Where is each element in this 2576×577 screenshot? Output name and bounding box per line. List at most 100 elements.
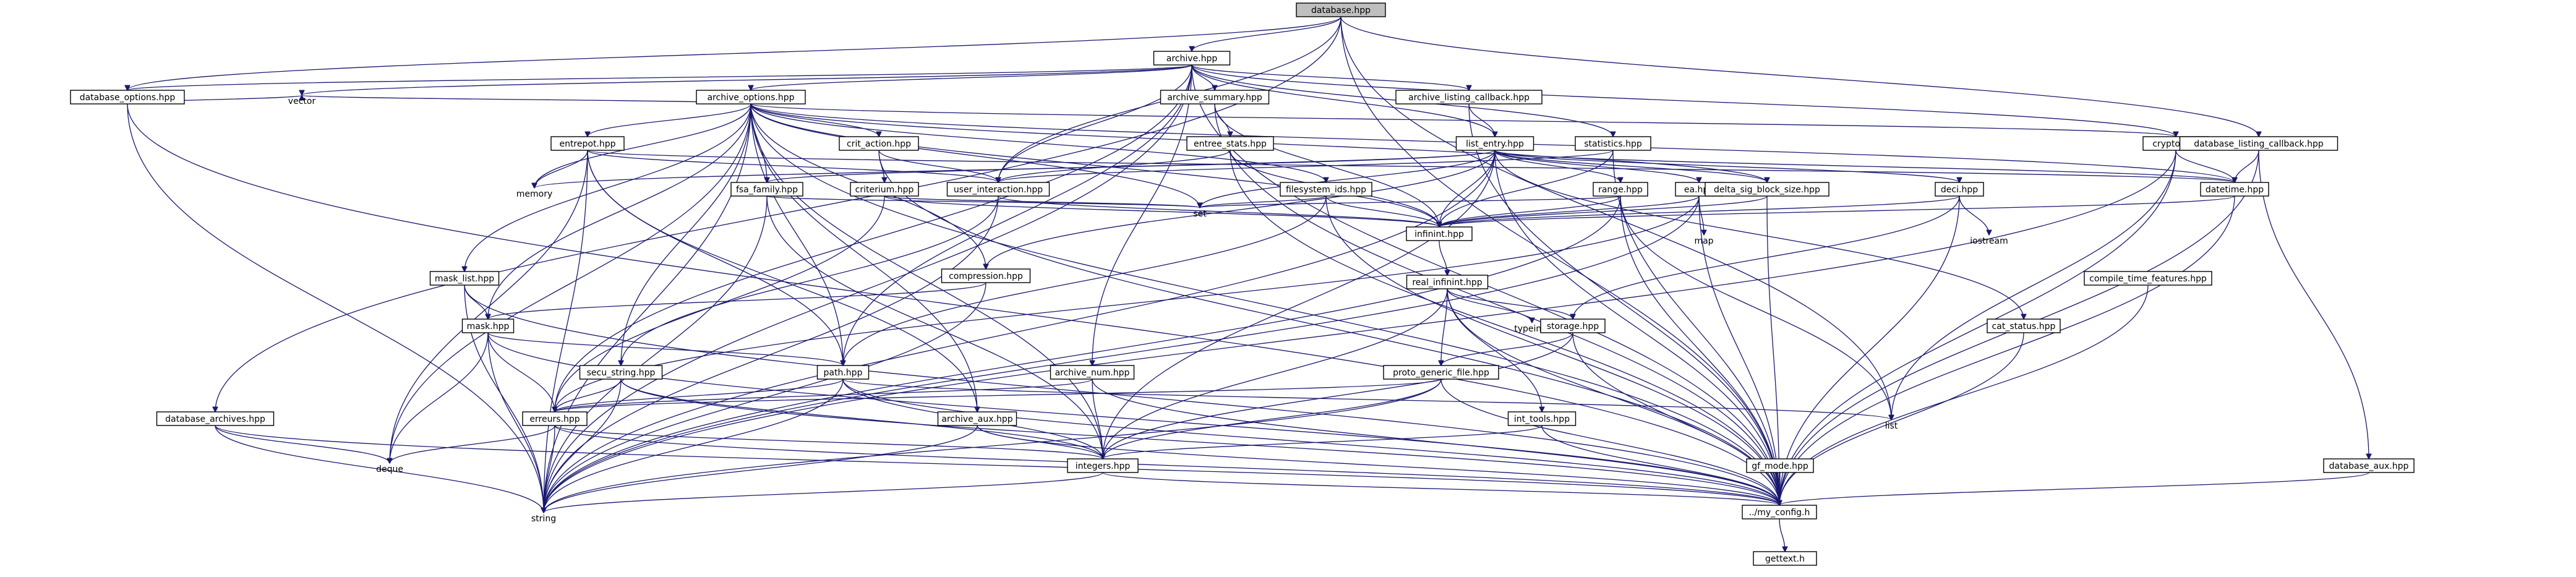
node-box [550, 136, 625, 151]
edge-my_config_h-to-gettext_h [1779, 518, 1785, 552]
node-proto-generic-file-hpp[interactable]: proto_generic_file.hpp [1383, 365, 1499, 380]
node-path-hpp[interactable]: path.hpp [816, 365, 870, 380]
node-label: filesystem_ids.hpp [1286, 185, 1366, 195]
node-criterium-hpp[interactable]: criterium.hpp [850, 182, 919, 197]
node-compression-hpp[interactable]: compression.hpp [941, 268, 1031, 283]
edge-archive_hpp-to-list_entry_hpp [1191, 64, 1495, 137]
node-label: crit_action.hpp [847, 139, 911, 149]
node-label: gettext.h [1765, 554, 1805, 564]
node-box [1296, 2, 1386, 17]
node-my-config-h[interactable]: ../my_config.h [1742, 505, 1817, 519]
edge-filesystem_ids_hpp-to-infinint_hpp [1325, 195, 1439, 227]
node-database-aux-hpp[interactable]: database_aux.hpp [2323, 458, 2415, 473]
edge-user_interaction_hpp-to-secu_string_hpp [621, 195, 999, 365]
node-label: database_aux.hpp [2329, 461, 2409, 471]
node-database-options-hpp[interactable]: database_options.hpp [70, 90, 185, 105]
node-database-listing-callback-hpp[interactable]: database_listing_callback.hpp [2179, 136, 2339, 151]
node-range-hpp[interactable]: range.hpp [1593, 182, 1648, 197]
node-label: database_listing_callback.hpp [2194, 139, 2324, 149]
node-box [2200, 182, 2269, 197]
node-compile-time-features-hpp[interactable]: compile_time_features.hpp [2084, 271, 2212, 286]
node-infinint-hpp[interactable]: infinint.hpp [1406, 226, 1473, 241]
edge-storage_hpp-to-my_config_h [1572, 332, 1779, 505]
node-datetime-hpp[interactable]: datetime.hpp [2200, 182, 2269, 197]
edge-real_infinint_hpp-to-integers_hpp [1103, 288, 1448, 459]
node-entrepot-hpp[interactable]: entrepot.hpp [550, 136, 625, 151]
node-mask-hpp[interactable]: mask.hpp [461, 318, 515, 333]
edge-storage_hpp-to-integers_hpp [1103, 332, 1573, 459]
edge-archive_hpp-to-crypto_hpp [1191, 64, 2176, 137]
node-box [1935, 182, 1984, 197]
edge-archive_options_hpp-to-mask_hpp [488, 103, 751, 319]
edge-ea_hpp-to-infinint_hpp [1439, 195, 1700, 228]
edge-statistics_hpp-to-my_config_h [1612, 150, 1779, 505]
node-box [1406, 226, 1473, 241]
edge-mask_list_hpp-to-my_config_h [464, 284, 1779, 505]
edge-ea_hpp-to-my_config_h [1698, 195, 1779, 505]
edge-archive_aux_hpp-to-my_config_h [977, 425, 1779, 505]
node-deci-hpp[interactable]: deci.hpp [1935, 182, 1984, 197]
edge-entrepot_hpp-to-path_hpp [587, 150, 843, 365]
node-vector: vector [288, 96, 316, 106]
node-list-entry-hpp[interactable]: list_entry.hpp [1455, 136, 1534, 151]
edge-database_archives_hpp-to-deque [215, 425, 390, 463]
node-archive-num-hpp[interactable]: archive_num.hpp [1050, 365, 1135, 380]
node-statistics-hpp[interactable]: statistics.hpp [1575, 136, 1651, 151]
node-storage-hpp[interactable]: storage.hpp [1540, 318, 1606, 333]
node-archive-hpp[interactable]: archive.hpp [1153, 51, 1231, 66]
node-box [1593, 182, 1648, 197]
node-archive-summary-hpp[interactable]: archive_summary.hpp [1160, 90, 1270, 105]
edge-mask_hpp-to-string [487, 332, 544, 513]
node-filesystem-ids-hpp[interactable]: filesystem_ids.hpp [1280, 182, 1372, 197]
edge-archive_options_hpp-to-filesystem_ids_hpp [750, 103, 1326, 182]
edge-mask_list_hpp-to-mask_hpp [464, 284, 488, 319]
node-label: list_entry.hpp [1466, 139, 1524, 149]
node-mask-list-hpp[interactable]: mask_list.hpp [429, 271, 500, 286]
node-integers-hpp[interactable]: integers.hpp [1067, 458, 1139, 473]
edge-archive_hpp-to-path_hpp [843, 64, 1192, 365]
edge-database_options_hpp-to-my_config_h [127, 103, 1779, 505]
node-box [1186, 136, 1274, 151]
edge-database_archives_hpp-to-my_config_h [215, 425, 1779, 505]
edge-statistics_hpp-to-user_interaction_hpp [998, 150, 1614, 182]
edge-list_entry_hpp-to-fsa_family_hpp [767, 150, 1496, 182]
edge-entree_stats_hpp-to-my_config_h [1230, 150, 1779, 505]
node-gf-mode-hpp[interactable]: gf_mode.hpp [1746, 458, 1814, 473]
edge-archive_hpp-to-vector [302, 64, 1192, 95]
edge-list_entry_hpp-to-infinint_hpp [1439, 150, 1496, 227]
node-iostream: iostream [1970, 236, 2008, 246]
edge-compression_hpp-to-mask_hpp [488, 282, 986, 319]
edge-datetime_hpp-to-infinint_hpp [1439, 195, 2235, 227]
node-delta-sig-block-size-hpp[interactable]: delta_sig_block_size.hpp [1705, 182, 1829, 197]
node-crit-action-hpp[interactable]: crit_action.hpp [839, 136, 919, 151]
node-archive-aux-hpp[interactable]: archive_aux.hpp [937, 411, 1017, 426]
node-box [1705, 182, 1829, 197]
edge-criterium_hpp-to-erreurs_hpp [555, 195, 885, 412]
edge-path_hpp-to-list [842, 378, 1891, 420]
node-database-hpp[interactable]: database.hpp [1296, 2, 1386, 17]
node-box [1395, 90, 1543, 105]
node-archive-listing-callback-hpp[interactable]: archive_listing_callback.hpp [1395, 90, 1543, 105]
node-box [1742, 505, 1817, 519]
edge-fsa_family_hpp-to-set [766, 195, 1200, 208]
node-user-interaction-hpp[interactable]: user_interaction.hpp [946, 182, 1050, 197]
node-cat-status-hpp[interactable]: cat_status.hpp [1987, 318, 2061, 333]
edge-datetime_hpp-to-my_config_h [1779, 195, 2235, 505]
node-entree-stats-hpp[interactable]: entree_stats.hpp [1186, 136, 1274, 151]
edge-criterium_hpp-to-set [884, 195, 1200, 208]
node-erreurs-hpp[interactable]: erreurs.hpp [522, 411, 588, 426]
node-database-archives-hpp[interactable]: database_archives.hpp [156, 411, 275, 426]
node-fsa-family-hpp[interactable]: fsa_family.hpp [730, 182, 803, 197]
node-real-infinint-hpp[interactable]: real_infinint.hpp [1406, 275, 1489, 289]
edge-archive_hpp-to-database_options_hpp [127, 64, 1192, 90]
edge-range_hpp-to-list [1620, 195, 1891, 420]
node-box [1160, 90, 1270, 105]
node-int-tools-hpp[interactable]: int_tools.hpp [1507, 411, 1577, 426]
node-list: list [1885, 421, 1898, 431]
node-archive-options-hpp[interactable]: archive_options.hpp [696, 90, 806, 105]
node-gettext-h[interactable]: gettext.h [1753, 551, 1817, 566]
node-label: criterium.hpp [855, 185, 914, 195]
edge-entrepot_hpp-to-memory [534, 150, 588, 188]
edge-deci_hpp-to-infinint_hpp [1439, 195, 1960, 227]
node-secu-string-hpp[interactable]: secu_string.hpp [579, 365, 663, 380]
